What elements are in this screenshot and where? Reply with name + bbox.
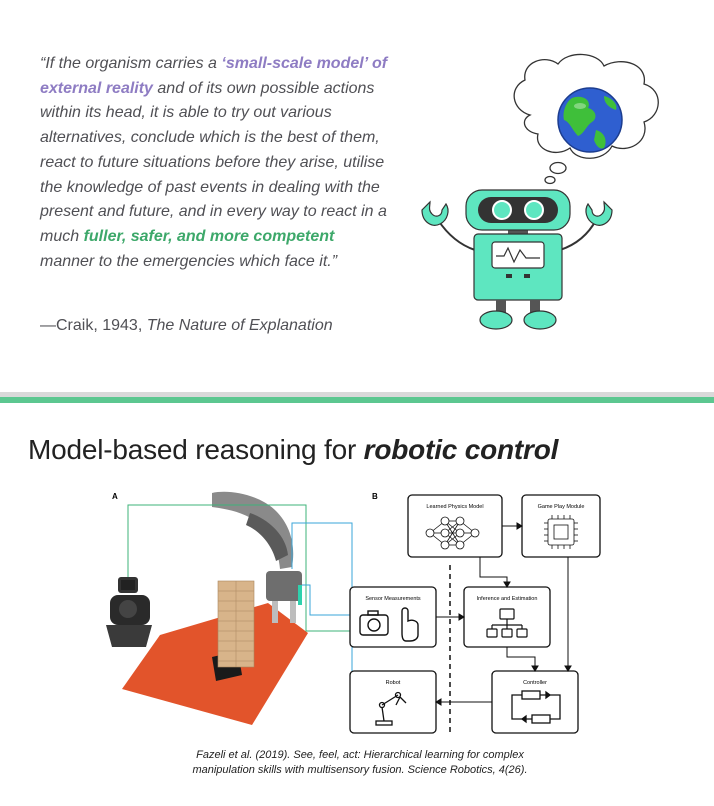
- earth-globe-icon: [558, 88, 622, 152]
- quote-attribution: —Craik, 1943, The Nature of Explanation: [40, 317, 333, 335]
- label-robot: Robot: [386, 680, 401, 686]
- quote-text-1: If the organism carries a: [45, 55, 221, 72]
- heading-plain: Model-based reasoning for: [28, 434, 364, 465]
- box-learned-physics-model: Learned Physics Model: [408, 495, 502, 557]
- box-controller: Controller: [492, 671, 578, 733]
- section-heading: Model-based reasoning for robotic contro…: [28, 434, 558, 466]
- box-robot: Robot: [350, 671, 436, 733]
- robot-feet: [480, 300, 556, 329]
- attribution-work-title: The Nature of Explanation: [147, 317, 333, 334]
- box-sensor-measurements: Sensor Measurements: [350, 587, 436, 647]
- section-divider-green: [0, 397, 714, 403]
- robot-jenga-photo: [106, 492, 308, 725]
- label-learned-physics-model: Learned Physics Model: [426, 504, 483, 510]
- figure-caption: Fazeli et al. (2019). See, feel, act: Hi…: [150, 748, 570, 778]
- panel-label-b: B: [372, 492, 378, 501]
- caption-line-2: manipulation skills with multisensory fu…: [150, 763, 570, 778]
- box-inference-estimation: Inference and Estimation: [464, 587, 550, 647]
- label-controller: Controller: [523, 680, 547, 686]
- attribution-prefix: —Craik, 1943,: [40, 317, 147, 334]
- craik-quote: “If the organism carries a ‘small-scale …: [40, 52, 390, 274]
- label-inference-estimation: Inference and Estimation: [477, 596, 538, 602]
- robot-thinking-illustration: [400, 50, 700, 340]
- quote-highlight-fuller-safer: fuller, safer, and more competent: [84, 228, 335, 245]
- label-game-play-module: Game Play Module: [538, 504, 585, 510]
- label-sensor-measurements: Sensor Measurements: [365, 596, 421, 602]
- box-game-play-module: Game Play Module: [522, 495, 600, 557]
- robot-head: [466, 190, 570, 230]
- quote-text-3: manner to the emergencies which face it.: [40, 253, 332, 270]
- caption-line-1: Fazeli et al. (2019). See, feel, act: Hi…: [150, 748, 570, 763]
- quote-close-mark: ”: [332, 253, 337, 270]
- robot-body: [474, 234, 562, 300]
- quote-text-2: and of its own possible actions within i…: [40, 80, 387, 245]
- fazeli-figure: A B Learned Physics Model: [100, 485, 610, 740]
- robot-left-claw: [422, 202, 448, 225]
- panel-label-a: A: [112, 492, 118, 501]
- robot-right-claw: [586, 202, 612, 225]
- heading-emphasis: robotic control: [364, 434, 559, 465]
